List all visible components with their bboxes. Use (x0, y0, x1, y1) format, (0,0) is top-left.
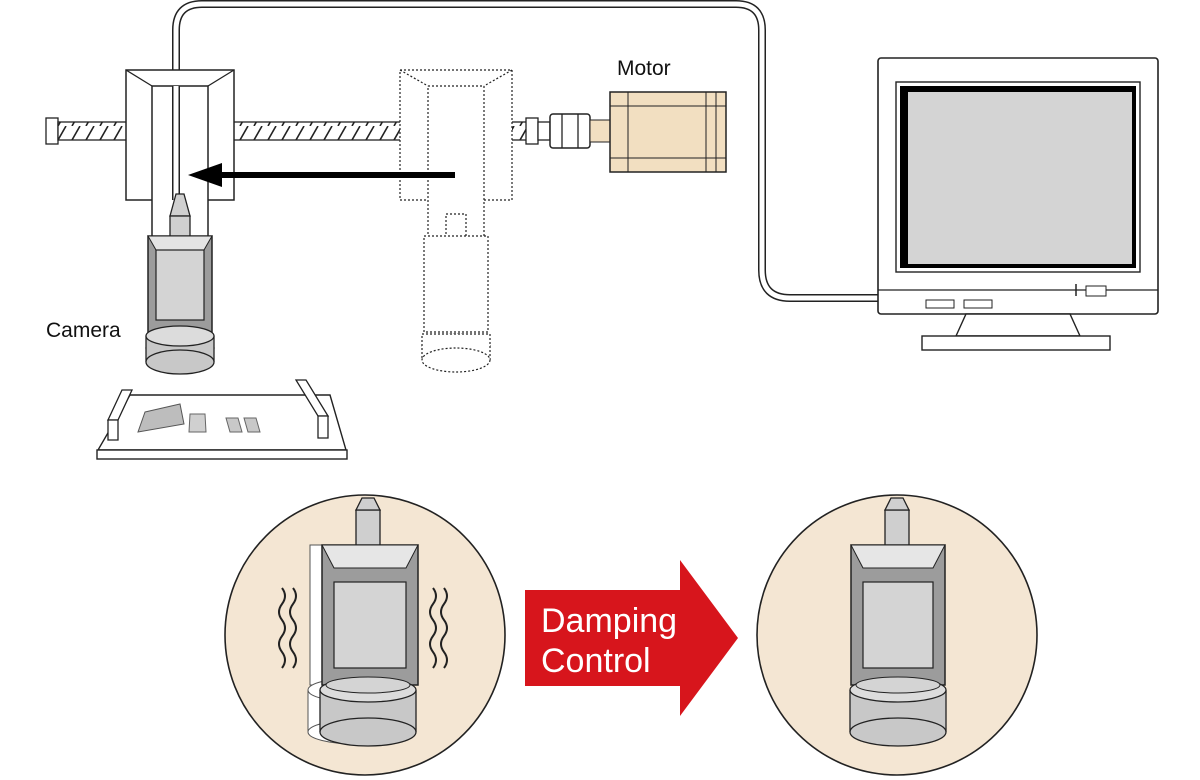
detail-vibrating-camera (224, 494, 506, 776)
motor-label: Motor (617, 57, 671, 80)
motor (609, 91, 727, 173)
camera-previous-position (399, 69, 513, 373)
arrow-left-icon (188, 163, 455, 187)
wavy-lines-icon (278, 587, 448, 669)
detail-stable-camera (756, 494, 1038, 776)
inspection-stage (96, 379, 348, 460)
damping-control-arrow: Damping Control (525, 560, 738, 716)
shaft-coupling (537, 113, 613, 149)
control-label: Control (541, 642, 651, 680)
damping-label: Damping (541, 602, 677, 640)
monitor (877, 57, 1159, 351)
camera (145, 193, 215, 375)
arrow-right-icon (525, 560, 738, 716)
signal-cable (172, 0, 878, 302)
camera-label: Camera (46, 319, 121, 342)
